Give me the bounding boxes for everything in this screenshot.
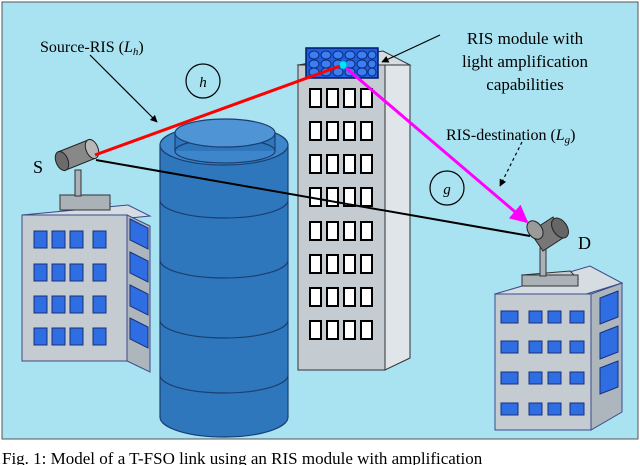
destination-receiver-icon	[526, 216, 569, 252]
source-label: S	[33, 157, 43, 177]
cylinder-building	[159, 118, 289, 438]
direct-link-line	[95, 159, 531, 237]
source-building	[21, 169, 152, 373]
ris-tower-building	[296, 50, 412, 371]
destination-label: D	[578, 233, 591, 253]
ris-module-label-line3: capabilities	[486, 75, 563, 94]
source-ris-beam	[94, 64, 341, 157]
ris-destination-beam	[345, 66, 529, 224]
ris-destination-label: RIS-destination (Lg)	[446, 127, 576, 146]
figure-caption: Fig. 1: Model of a T-FSO link using an R…	[2, 449, 483, 465]
source-ris-label: Source-RIS (Lh)	[40, 39, 144, 58]
ris-module-label-line2: light amplification	[462, 52, 589, 71]
ris-module-label-line1: RIS module with	[467, 29, 584, 48]
g-channel-label: g	[443, 182, 451, 198]
destination-building	[493, 247, 624, 431]
h-channel-label: h	[199, 75, 207, 91]
h-channel-circle	[185, 63, 221, 99]
source-ris-pointer	[89, 54, 158, 123]
ris-module-pointer	[381, 34, 441, 63]
rfso-system-diagram: Source-RIS (Lh) h g S D RIS module with …	[1, 1, 639, 440]
g-channel-circle	[429, 170, 465, 206]
source-transmitter-icon	[54, 138, 100, 172]
ris-destination-pointer	[499, 141, 523, 187]
ris-module-panel	[305, 47, 379, 79]
